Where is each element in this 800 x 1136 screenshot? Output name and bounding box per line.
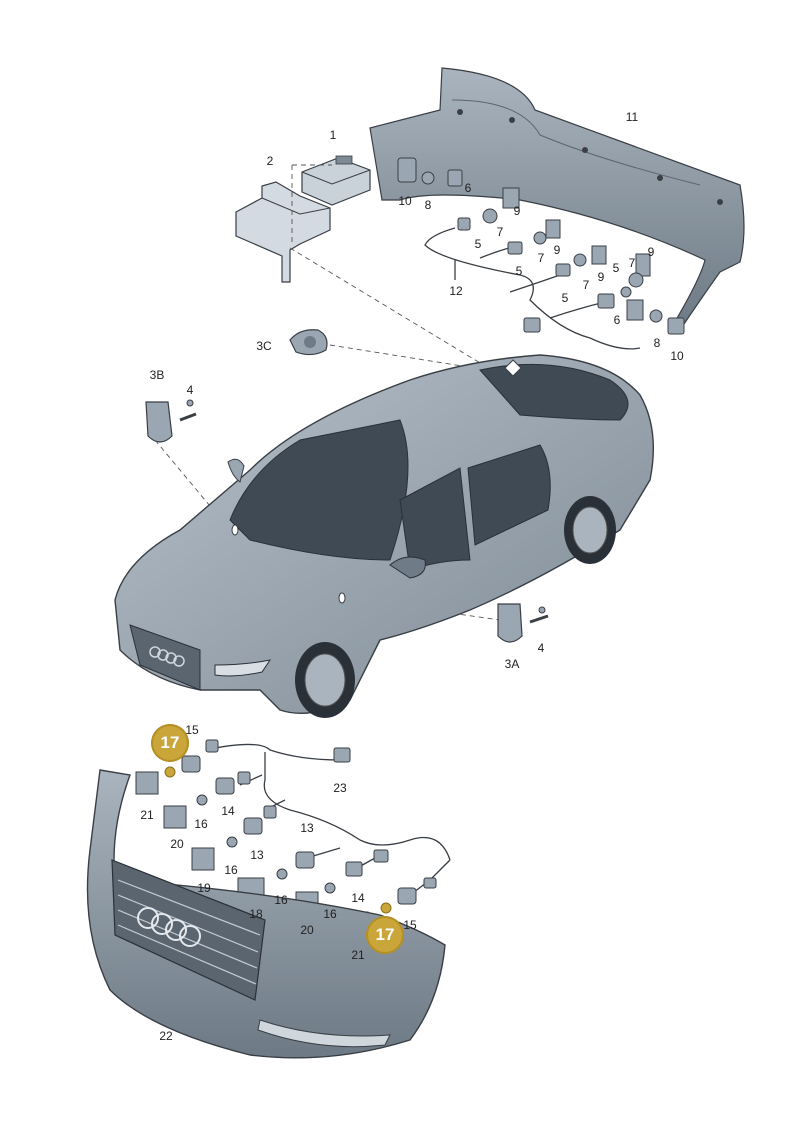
sensor-3b — [145, 399, 197, 443]
callout-13-left: 13 — [250, 848, 264, 862]
callout-14-upper: 14 — [221, 804, 235, 818]
highlight-badge-17-lower: 17 — [366, 916, 404, 954]
callout-12: 12 — [449, 284, 463, 298]
callout-20-lower: 20 — [300, 923, 314, 937]
front-bumper — [86, 769, 446, 1059]
callout-23: 23 — [333, 781, 347, 795]
callout-8-upper: 8 — [424, 198, 432, 212]
car-body — [114, 354, 654, 718]
callout-20-upper: 20 — [170, 837, 184, 851]
mounting-bracket — [235, 181, 331, 283]
callout-7-c: 7 — [628, 256, 636, 270]
callout-3c: 3C — [256, 339, 272, 353]
callout-4-upper: 4 — [186, 383, 194, 397]
callout-9-b: 9 — [553, 243, 561, 257]
callout-3b: 3B — [149, 368, 165, 382]
rear-sensors — [397, 157, 685, 335]
highlight-badge-17-upper: 17 — [151, 724, 189, 762]
callout-18: 18 — [249, 907, 263, 921]
callout-6-lower: 6 — [613, 313, 621, 327]
callout-1: 1 — [329, 128, 337, 142]
callout-19: 19 — [197, 881, 211, 895]
callout-4-lower: 4 — [537, 641, 545, 655]
callout-2: 2 — [266, 154, 274, 168]
sensor-3c — [289, 329, 328, 356]
callout-10-upper: 10 — [398, 194, 412, 208]
callout-3a: 3A — [504, 657, 520, 671]
callout-7-b: 7 — [537, 251, 545, 265]
callout-13-right: 13 — [300, 821, 314, 835]
callout-6-upper: 6 — [464, 181, 472, 195]
callout-15-lower: 15 — [403, 918, 417, 932]
callout-22: 22 — [159, 1029, 173, 1043]
callout-16-a: 16 — [194, 817, 208, 831]
callout-11: 11 — [625, 110, 639, 124]
callout-16-d: 16 — [323, 907, 337, 921]
callout-21-lower: 21 — [351, 948, 365, 962]
callout-5-d: 5 — [561, 291, 569, 305]
callout-10-lower: 10 — [670, 349, 684, 363]
callout-15-upper: 15 — [185, 723, 199, 737]
sensor-3a — [497, 603, 549, 643]
callout-16-b: 16 — [224, 863, 238, 877]
callout-5-b: 5 — [515, 264, 523, 278]
reference-lines — [154, 164, 501, 621]
callout-7-d: 7 — [582, 278, 590, 292]
callout-9-d: 9 — [597, 270, 605, 284]
callout-8-lower: 8 — [653, 336, 661, 350]
callout-7-a: 7 — [496, 225, 504, 239]
control-unit — [301, 155, 371, 206]
callout-5-c: 5 — [612, 261, 620, 275]
callout-9-c: 9 — [647, 245, 655, 259]
callout-5-a: 5 — [474, 237, 482, 251]
callout-21-upper: 21 — [140, 808, 154, 822]
callout-9-a: 9 — [513, 204, 521, 218]
callout-16-c: 16 — [274, 893, 288, 907]
callout-14-lower: 14 — [351, 891, 365, 905]
